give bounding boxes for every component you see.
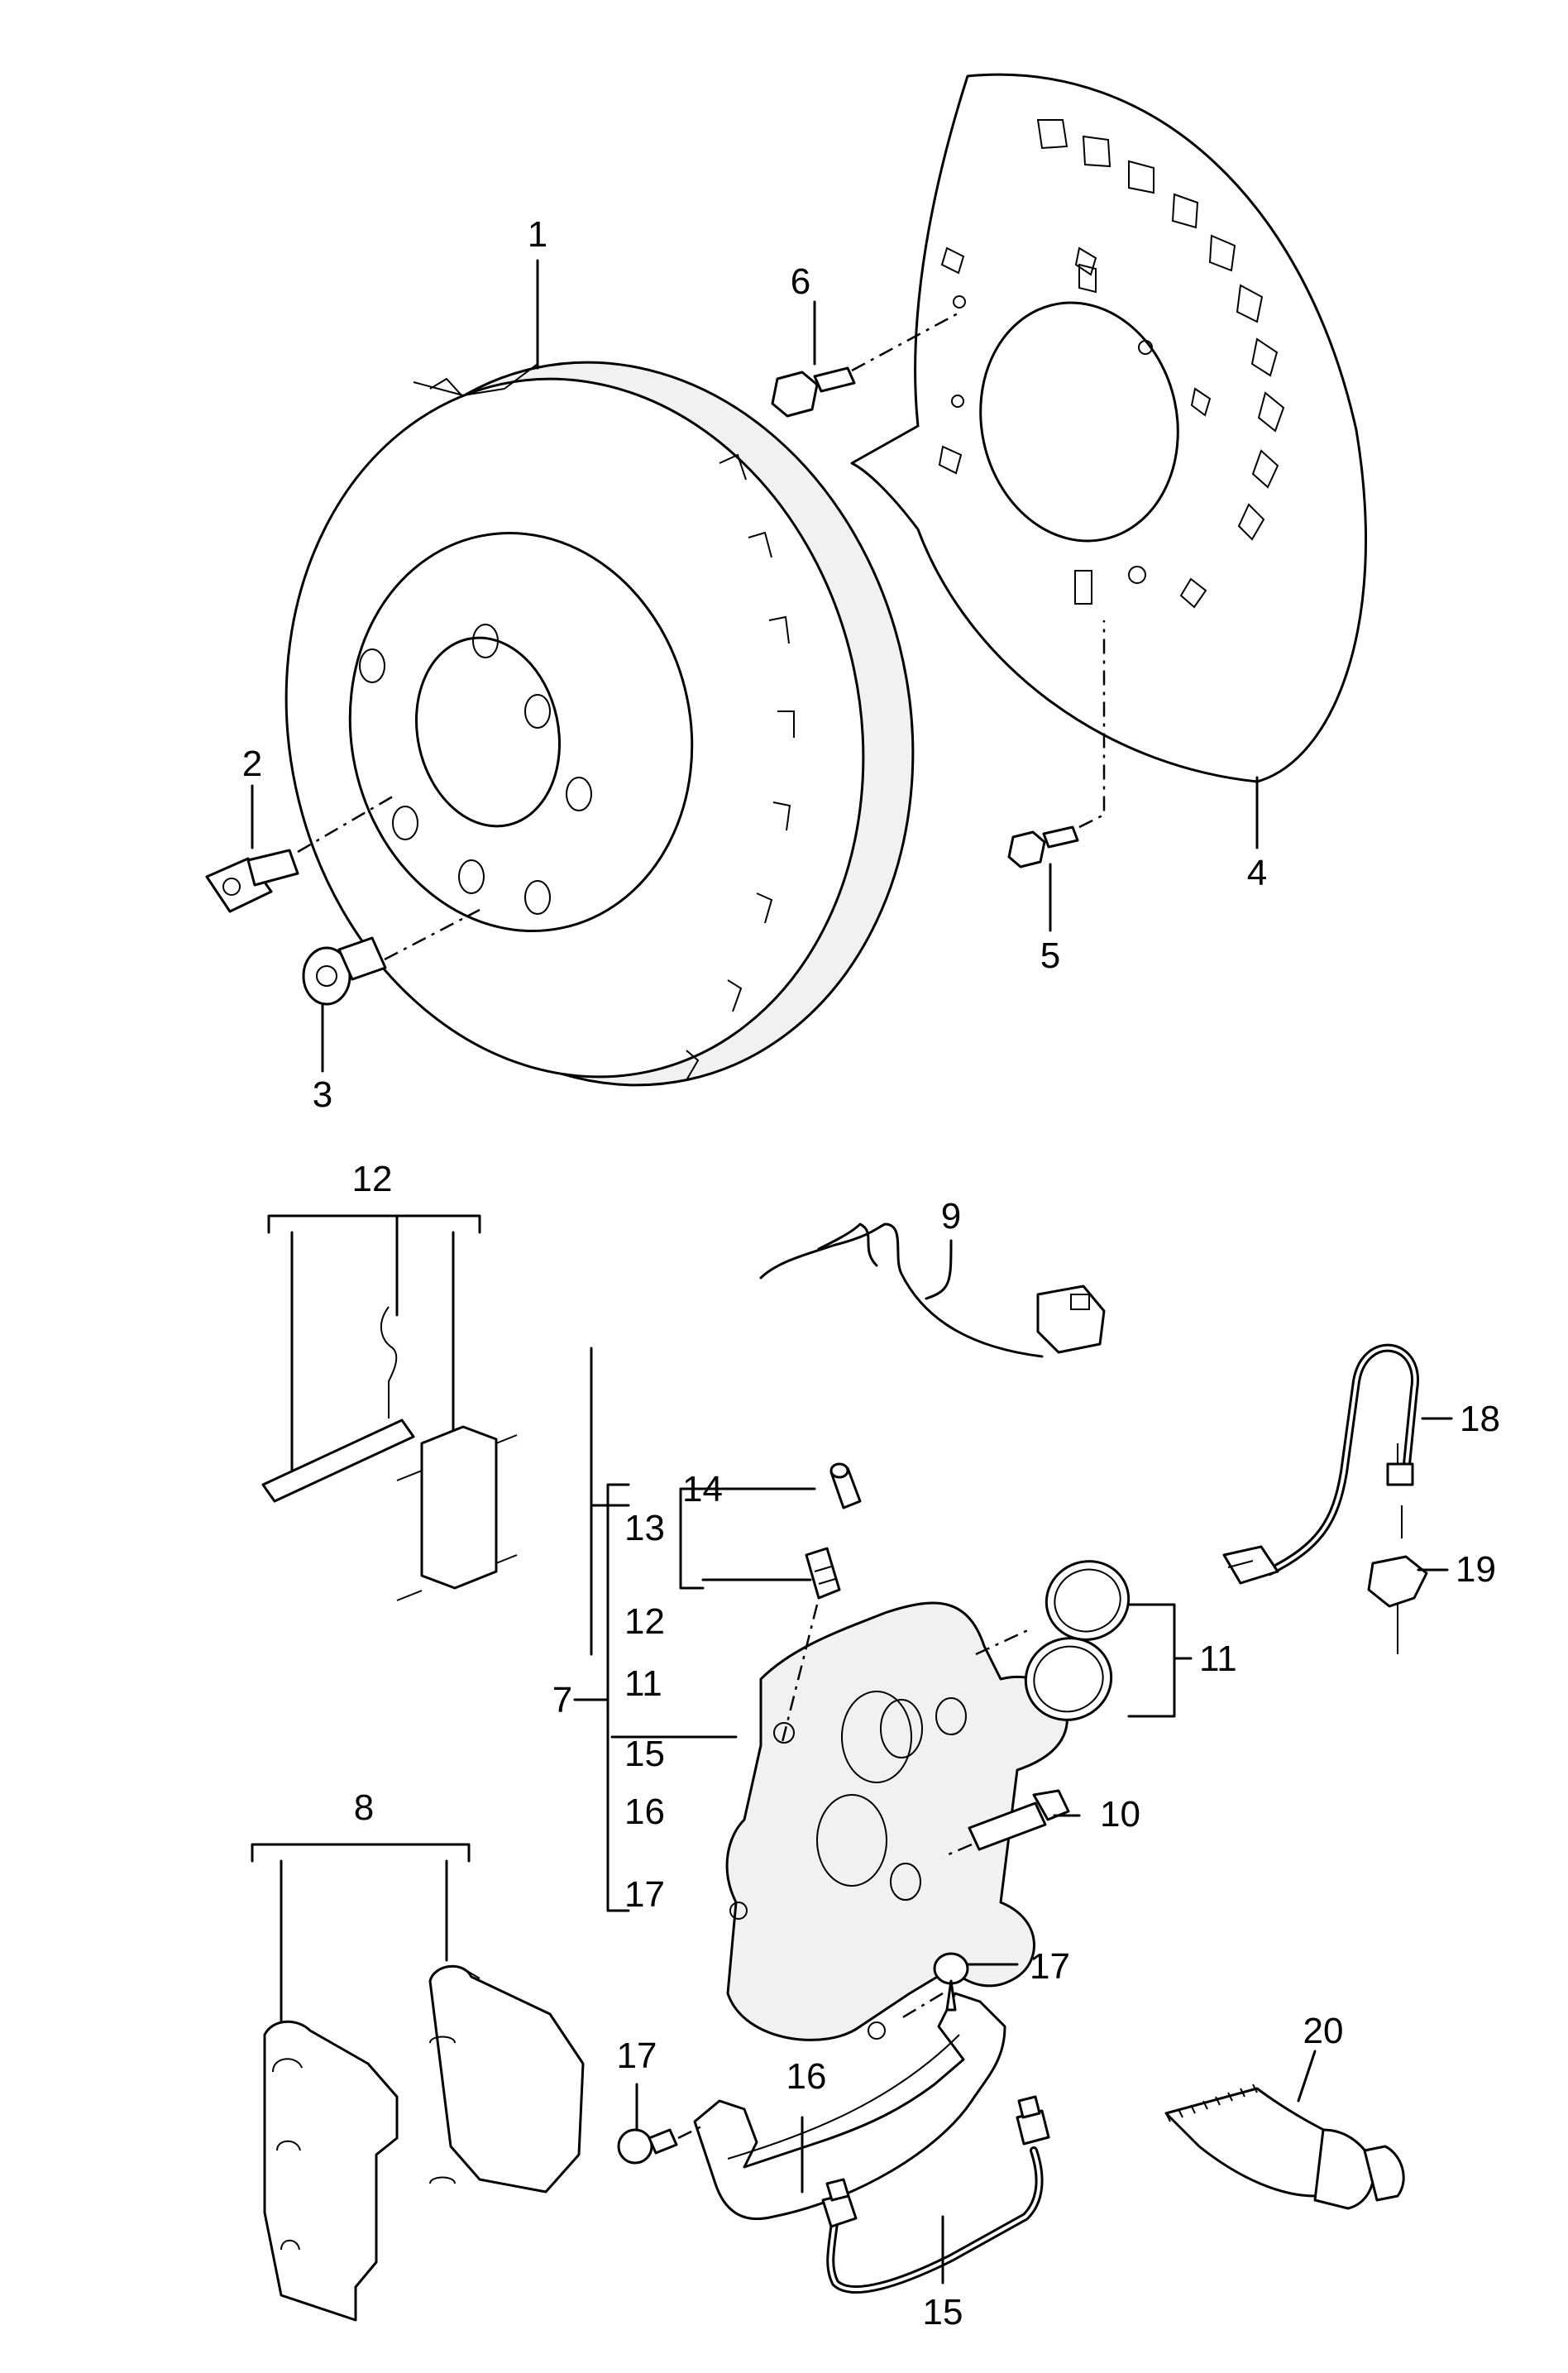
- brake-pads-8: [251, 1843, 585, 2322]
- wear-sensor-9: [759, 1222, 1106, 1358]
- callout-17-left: 17: [617, 2036, 657, 2076]
- brake-line-18: [1222, 1343, 1419, 1585]
- screw-17-top: [933, 1952, 969, 2012]
- bolt-2: [205, 849, 299, 913]
- callout-15-bottom: 15: [923, 2292, 963, 2332]
- callout-1: 1: [528, 214, 547, 255]
- leader-3: [384, 908, 480, 961]
- callout-3: 3: [313, 1074, 332, 1115]
- disc-vent-ribs: [413, 363, 795, 1081]
- callout-12-list: 12: [624, 1601, 665, 1642]
- leader-6: [851, 311, 960, 372]
- leader-10: [942, 1843, 973, 1859]
- callout-10: 10: [1100, 1794, 1140, 1835]
- dust-shield: [850, 73, 1367, 783]
- callout-20: 20: [1303, 2011, 1344, 2051]
- callout-17-list: 17: [624, 1874, 665, 1915]
- callout-labels: 1 2 3 4 5 6 7 8 9 10 11 11 12 12 13 14 1…: [242, 214, 1500, 2332]
- brake-pipe-15: [821, 2095, 1050, 2294]
- callout-8: 8: [354, 1787, 374, 1828]
- brake-disc: [284, 361, 915, 1087]
- callout-11-list: 11: [624, 1663, 662, 1704]
- callout-18: 18: [1460, 1399, 1500, 1439]
- callout-4: 4: [1247, 853, 1267, 893]
- screw-17-left: [617, 2128, 678, 2165]
- caliper-7: [725, 1601, 1068, 2041]
- bleed-valve-13-14: [780, 1462, 862, 1746]
- pin-clip-set-12: [261, 1214, 518, 1601]
- bolt-6: [771, 366, 856, 418]
- callout-19: 19: [1456, 1549, 1496, 1590]
- bracket-16: [693, 1992, 1006, 2221]
- callout-2: 2: [242, 744, 262, 784]
- leader-17-left: [677, 2124, 704, 2140]
- callout-11-right: 11: [1199, 1639, 1237, 1679]
- leader-2: [297, 792, 398, 854]
- plug-3: [302, 936, 387, 1006]
- callout-13: 13: [624, 1508, 665, 1548]
- leader-11-caliper: [975, 1628, 1030, 1656]
- callout-12-top: 12: [352, 1159, 393, 1199]
- callout-14: 14: [682, 1469, 723, 1509]
- callout-5: 5: [1040, 935, 1060, 976]
- bolt-10: [968, 1789, 1070, 1851]
- callout-17-right: 17: [1030, 1946, 1070, 1987]
- leader-17-top: [901, 1992, 944, 2020]
- callout-leaders: [251, 259, 1453, 2284]
- leader-5: [1078, 620, 1106, 829]
- clip-19: [1367, 1505, 1428, 1654]
- callout-6: 6: [791, 261, 810, 302]
- bolt-5: [1007, 825, 1079, 868]
- grease-tube-20: [1164, 2084, 1405, 2210]
- callout-16-list: 16: [624, 1792, 665, 1832]
- seals-11: [1024, 1560, 1131, 1721]
- callout-15-list: 15: [624, 1734, 665, 1774]
- callout-7: 7: [552, 1680, 572, 1720]
- callout-9: 9: [941, 1196, 961, 1237]
- callout-16-bracket: 16: [786, 2056, 827, 2097]
